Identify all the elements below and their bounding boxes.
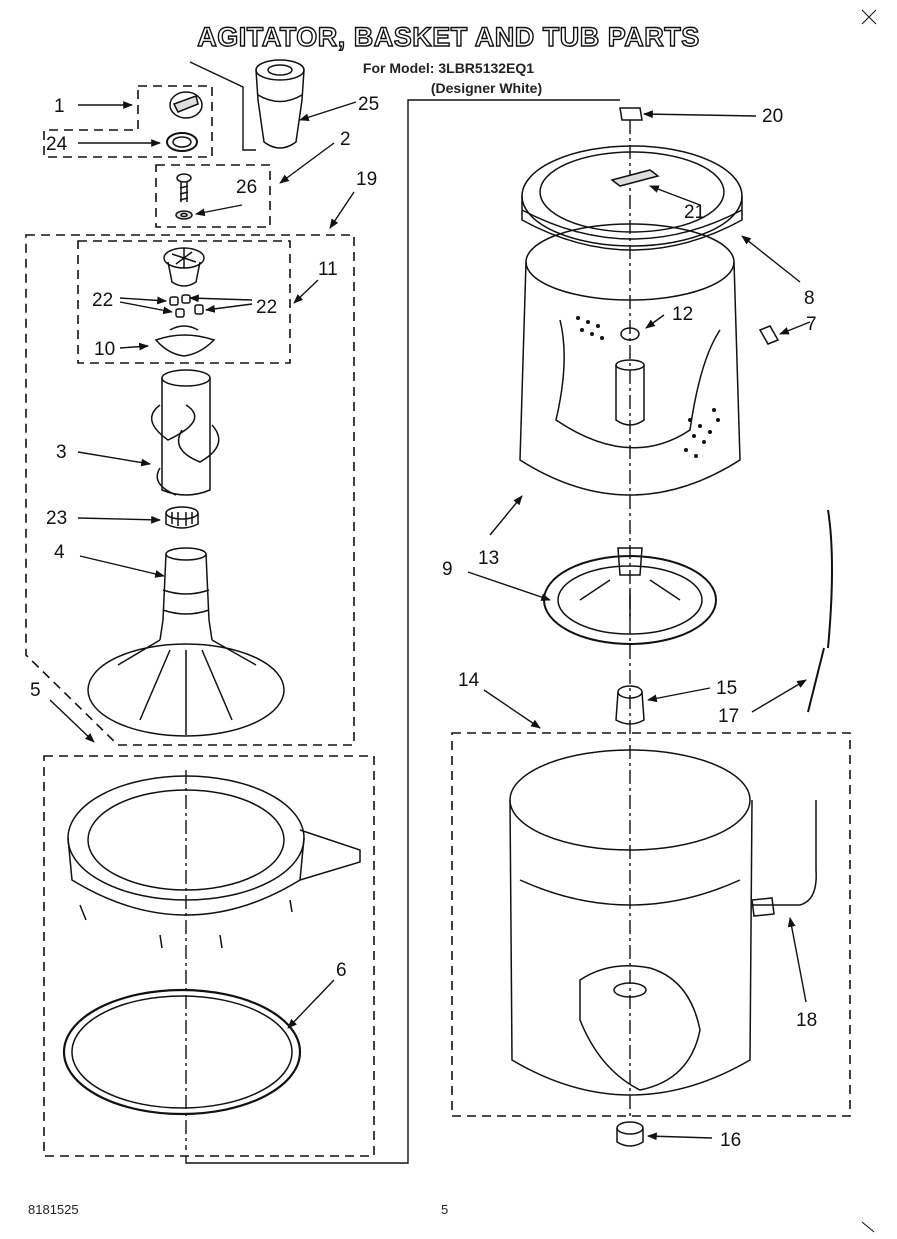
bolt-26 <box>175 173 193 220</box>
agitator-cap-1 <box>169 91 203 119</box>
tub-ring-5 <box>67 775 361 949</box>
callout-8: 8 <box>804 288 815 309</box>
corner-mark <box>861 9 877 25</box>
callout-20: 20 <box>762 106 783 127</box>
callout-26: 26 <box>236 177 257 198</box>
callout-22-left: 22 <box>92 290 113 311</box>
callout-12: 12 <box>672 304 693 325</box>
callout-5: 5 <box>30 680 41 701</box>
basket-13 <box>519 223 741 496</box>
seal-ring-24 <box>166 132 198 152</box>
page-number: 5 <box>441 1202 449 1217</box>
document-number: 8181525 <box>28 1202 79 1217</box>
callout-13: 13 <box>478 548 499 569</box>
model-line: For Model: 3LBR5132EQ1 <box>362 60 535 76</box>
callout-6: 6 <box>336 960 347 981</box>
callout-14: 14 <box>458 670 480 691</box>
designer-line: (Designer White) <box>430 80 543 96</box>
corner-mark-bottom <box>861 1221 875 1233</box>
outer-tub-14 <box>509 749 817 1096</box>
agitator-barrel-3 <box>151 369 220 496</box>
coupling-23 <box>165 506 199 529</box>
group-boxes <box>25 85 851 1157</box>
cam-10 <box>154 325 216 357</box>
hose-17 <box>807 509 833 713</box>
tub-seal-6 <box>62 988 302 1116</box>
bearing-16 <box>616 1121 644 1147</box>
agitator-cam-11 <box>163 247 205 287</box>
callout-2: 2 <box>340 129 351 150</box>
callout-11: 11 <box>318 259 338 280</box>
callout-19: 19 <box>356 169 377 190</box>
callout-10: 10 <box>94 339 115 360</box>
balance-ring-8 <box>521 145 743 251</box>
callout-25: 25 <box>358 94 379 115</box>
callout-3: 3 <box>56 442 67 463</box>
callout-21: 21 <box>684 202 705 223</box>
callout-labels: 1 24 25 2 26 19 11 22 22 10 3 23 4 5 6 2… <box>30 94 817 1151</box>
callout-15: 15 <box>716 678 737 699</box>
callout-7: 7 <box>806 314 817 335</box>
diagram-title: AGITATOR, BASKET AND TUB PARTS <box>197 21 700 52</box>
basket-holes <box>576 316 720 458</box>
clip-20 <box>619 107 643 121</box>
clip-7 <box>758 325 780 345</box>
callout-23: 23 <box>46 508 67 529</box>
agitator-base-4 <box>87 547 285 737</box>
callout-16: 16 <box>720 1130 741 1151</box>
callout-24: 24 <box>46 134 68 155</box>
dispenser-25 <box>255 59 305 149</box>
callout-22-right: 22 <box>256 297 277 318</box>
hose-18 <box>751 897 775 917</box>
callout-1: 1 <box>54 96 65 117</box>
seal-15 <box>615 685 645 725</box>
leader-arrows <box>49 101 811 1141</box>
callout-9: 9 <box>442 559 453 580</box>
callout-4: 4 <box>54 542 65 563</box>
callout-17: 17 <box>718 706 739 727</box>
lock-21 <box>610 169 660 187</box>
drive-block-9 <box>543 547 717 645</box>
callout-18: 18 <box>796 1010 817 1031</box>
